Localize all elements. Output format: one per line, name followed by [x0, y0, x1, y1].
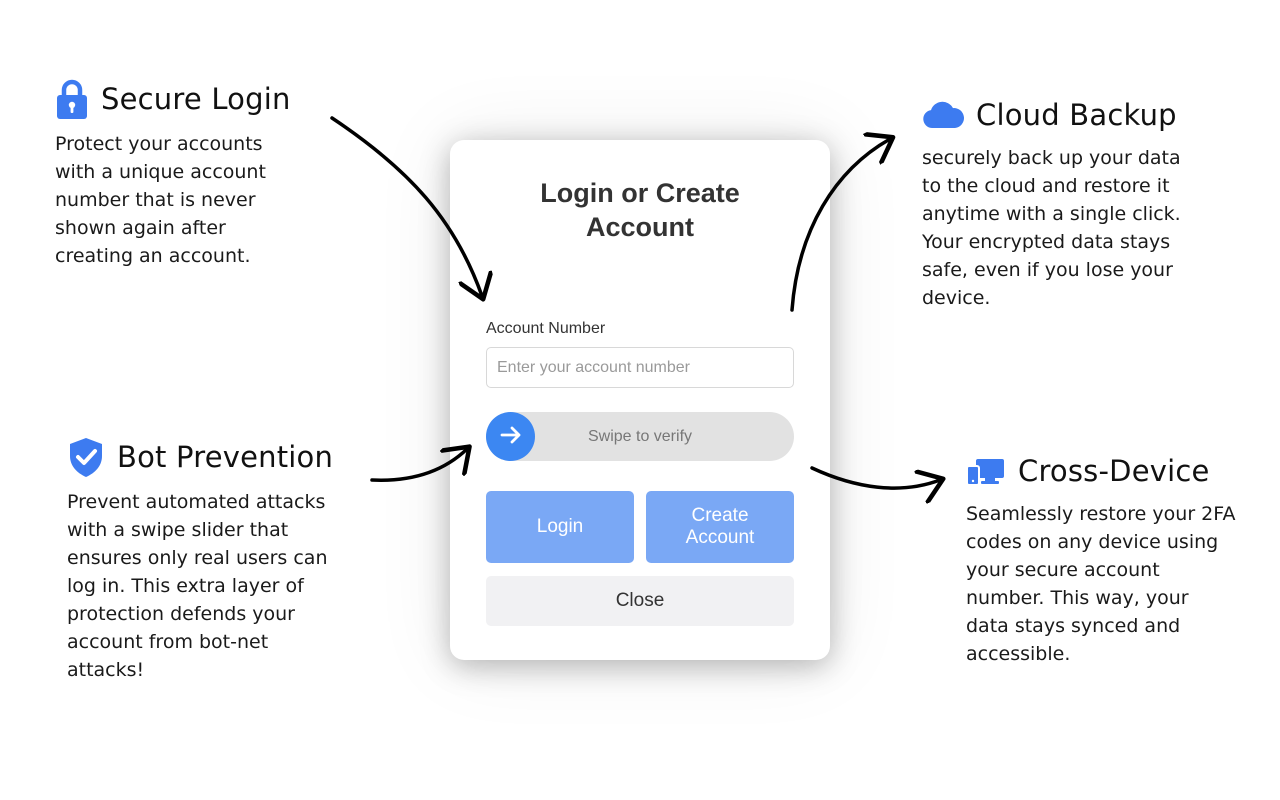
- feature-title: Cross-Device: [1018, 454, 1210, 488]
- login-button[interactable]: Login: [486, 491, 634, 563]
- feature-description: securely back up your data to the cloud …: [922, 147, 1181, 309]
- login-modal: Login or Create Account Account Number S…: [450, 140, 830, 660]
- feature-bot-prevention: Bot Prevention Prevent automated attacks…: [67, 436, 333, 684]
- feature-cross-device: Cross-Device Seamlessly restore your 2FA…: [966, 454, 1236, 668]
- devices-icon: [966, 456, 1006, 486]
- feature-description: Protect your accounts with a unique acco…: [55, 133, 266, 267]
- swipe-handle[interactable]: [486, 412, 535, 461]
- arrow-cross-device: [810, 466, 940, 488]
- feature-header: Cloud Backup: [922, 98, 1182, 132]
- arrow-right-icon: [500, 425, 522, 449]
- feature-header: Cross-Device: [966, 454, 1236, 488]
- feature-secure-login: Secure Login Protect your accounts with …: [55, 78, 305, 270]
- feature-title: Secure Login: [101, 82, 291, 116]
- feature-header: Bot Prevention: [67, 436, 333, 478]
- feature-description: Seamlessly restore your 2FA codes on any…: [966, 503, 1236, 665]
- action-buttons: Login Create Account: [486, 491, 794, 563]
- create-account-button[interactable]: Create Account: [646, 491, 794, 563]
- account-number-label: Account Number: [486, 320, 606, 337]
- feature-title: Cloud Backup: [976, 98, 1177, 132]
- feature-header: Secure Login: [55, 78, 305, 120]
- cloud-icon: [922, 100, 964, 130]
- account-number-input[interactable]: [486, 347, 794, 388]
- feature-cloud-backup: Cloud Backup securely back up your data …: [922, 98, 1182, 312]
- shield-check-icon: [67, 436, 105, 478]
- lock-icon: [55, 78, 89, 120]
- modal-title: Login or Create Account: [540, 178, 740, 242]
- feature-description: Prevent automated attacks with a swipe s…: [67, 491, 328, 681]
- feature-title: Bot Prevention: [117, 440, 334, 474]
- close-button[interactable]: Close: [486, 576, 794, 626]
- swipe-verify-slider[interactable]: Swipe to verify: [486, 412, 794, 461]
